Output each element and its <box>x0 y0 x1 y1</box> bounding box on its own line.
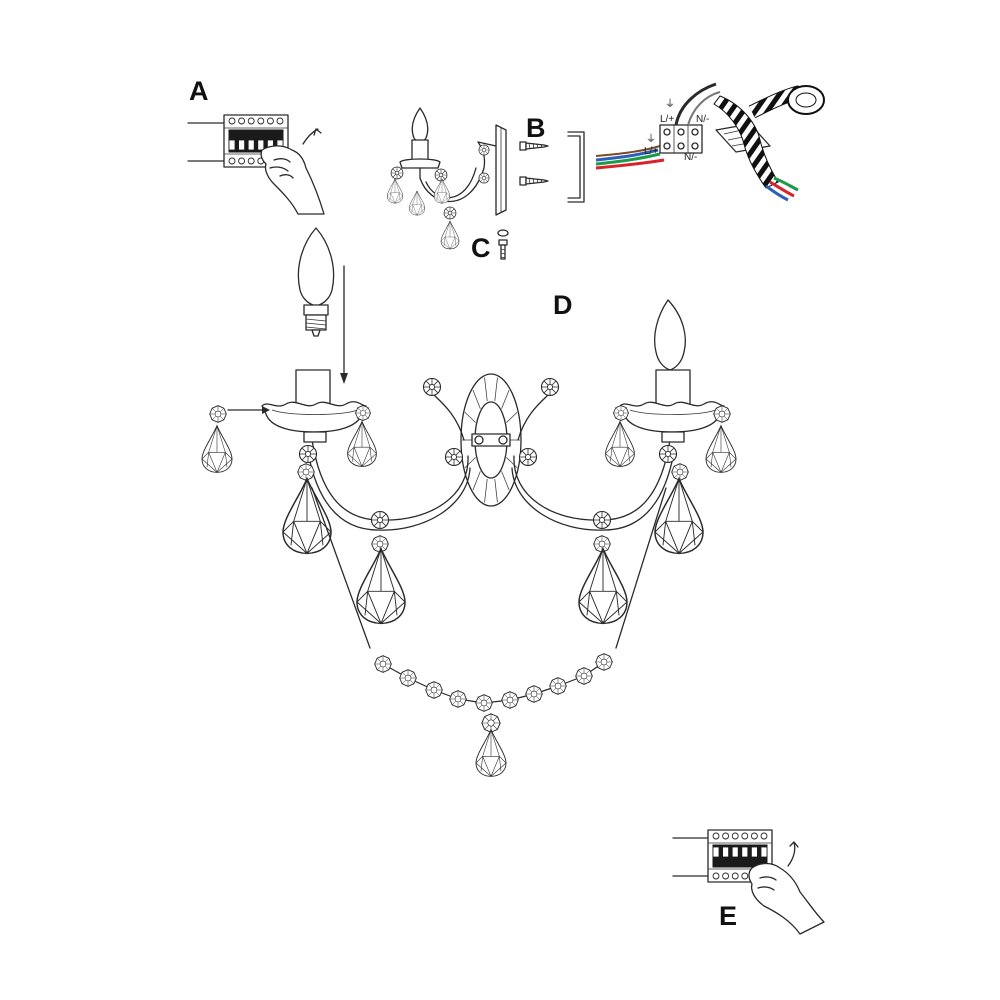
mounting-bracket <box>567 131 585 203</box>
live-label-bottom: L/+ <box>644 146 658 157</box>
neutral-label-top: N/- <box>696 114 709 125</box>
bulb-insertion <box>297 227 348 384</box>
live-label-top: L/+ <box>660 114 674 125</box>
breaker-off-illustration <box>187 114 325 215</box>
wall-lamp-front-view <box>201 299 737 777</box>
step-label-c: C <box>471 233 491 263</box>
lamp-side-view <box>386 107 507 250</box>
earth-symbol-bottom: ⏚ <box>646 133 656 145</box>
breaker-on-illustration <box>672 829 825 935</box>
step-label-d: D <box>553 290 573 320</box>
step-label-a: A <box>189 76 209 106</box>
neutral-label-bottom: N/- <box>684 152 697 163</box>
step-label-b: B <box>526 113 546 143</box>
step-label-e: E <box>719 901 738 931</box>
wiring-connection: ⏚ L/+ N/- ⏚ L/+ N/- <box>595 82 825 202</box>
mounting-screws <box>497 141 549 260</box>
earth-symbol-top: ⏚ <box>665 98 675 110</box>
